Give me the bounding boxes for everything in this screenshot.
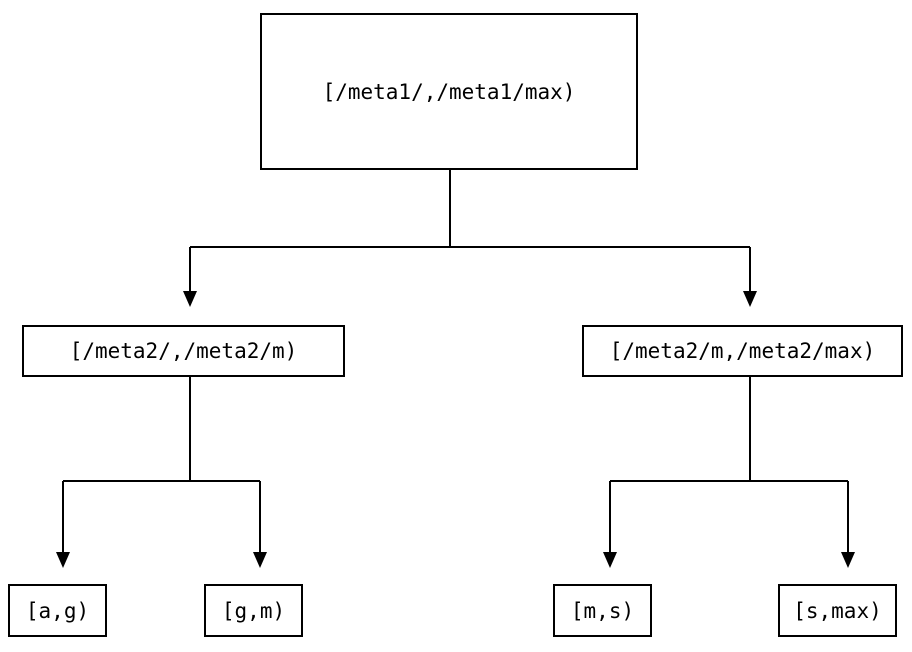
arrowhead-down-icon [56, 552, 70, 568]
arrowhead-down-icon [183, 291, 197, 307]
edge-right-to-leaves [609, 377, 849, 553]
tree-leaf-s-max-label: [s,max) [793, 598, 882, 623]
tree-node-meta2-low: [/meta2/,/meta2/m) [22, 325, 345, 377]
arrowhead-down-icon [253, 552, 267, 568]
edge-left-to-leaves [62, 377, 261, 553]
tree-node-root: [/meta1/,/meta1/max) [260, 13, 638, 170]
tree-leaf-s-max: [s,max) [778, 584, 897, 637]
arrowhead-down-icon [603, 552, 617, 568]
arrowhead-down-icon [841, 552, 855, 568]
tree-leaf-a-g-label: [a,g) [25, 598, 90, 623]
tree-node-meta2-low-label: [/meta2/,/meta2/m) [69, 339, 298, 363]
arrowhead-down-icon [743, 291, 757, 307]
tree-leaf-a-g: [a,g) [8, 584, 107, 637]
tree-node-root-label: [/meta1/,/meta1/max) [322, 79, 576, 104]
tree-node-meta2-high: [/meta2/m,/meta2/max) [582, 325, 903, 377]
tree-node-meta2-high-label: [/meta2/m,/meta2/max) [609, 339, 876, 363]
tree-leaf-g-m: [g,m) [204, 584, 303, 637]
tree-leaf-m-s: [m,s) [553, 584, 652, 637]
edge-root-to-children [189, 170, 751, 292]
tree-leaf-m-s-label: [m,s) [570, 598, 635, 623]
tree-leaf-g-m-label: [g,m) [221, 598, 286, 623]
